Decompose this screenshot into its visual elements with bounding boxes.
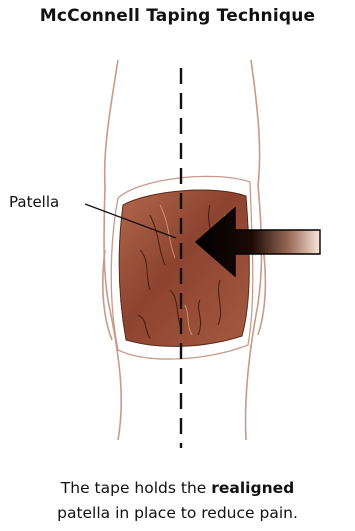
caption: The tape holds the realigned patella in … (0, 476, 355, 526)
patella-label: Patella (9, 193, 59, 211)
caption-line-1-prefix: The tape holds the (61, 479, 211, 497)
caption-line-2: patella in place to reduce pain. (0, 501, 355, 526)
caption-line-1: The tape holds the realigned (0, 476, 355, 501)
caption-bold-word: realigned (211, 479, 294, 497)
